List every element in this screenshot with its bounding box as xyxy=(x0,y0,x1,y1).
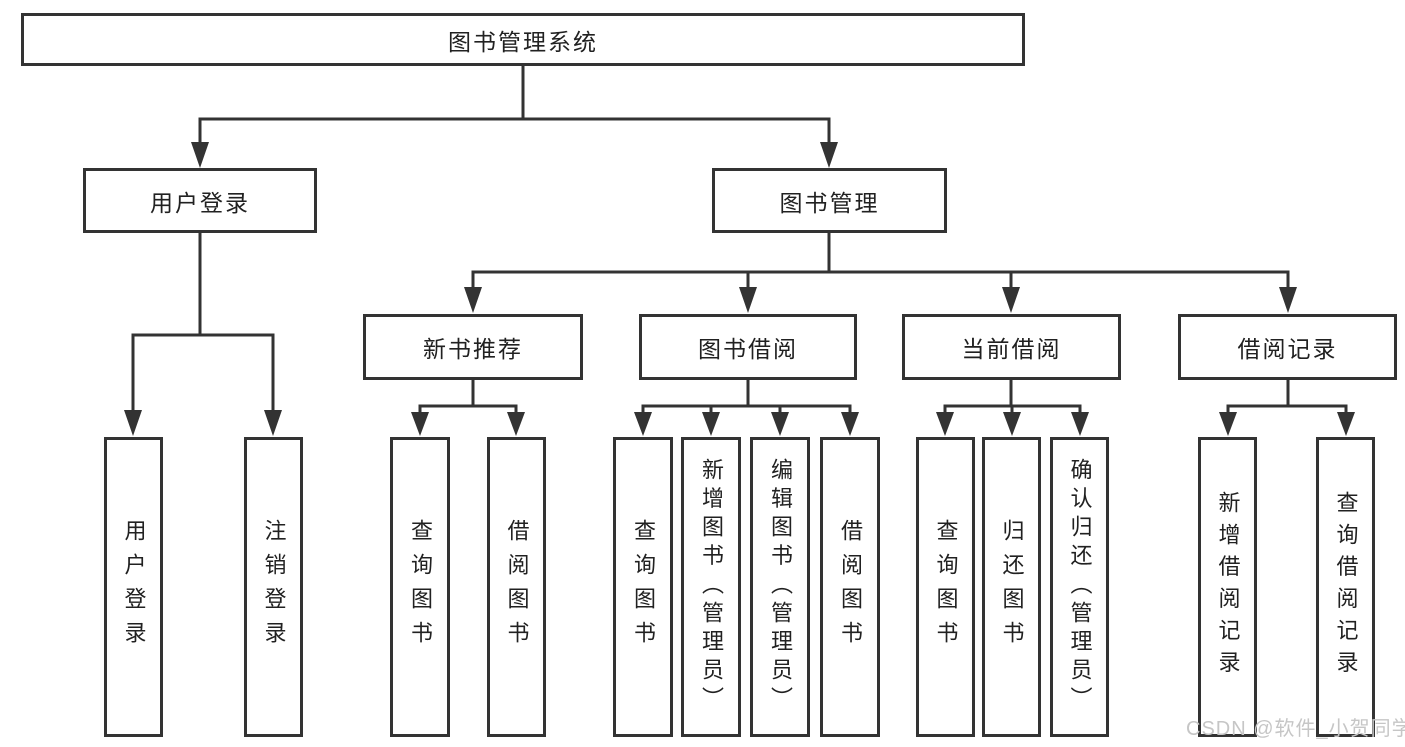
tree-edges xyxy=(131,64,1348,416)
node-book-management: 图书管理 xyxy=(712,168,947,233)
leaf-borrow-books-recommend-label: 借阅图书 xyxy=(504,518,530,656)
node-book-borrow: 图书借阅 xyxy=(639,314,857,380)
leaf-logout-label: 注销登录 xyxy=(261,518,287,656)
node-current-borrow: 当前借阅 xyxy=(902,314,1121,380)
node-new-book-recommend-label: 新书推荐 xyxy=(423,336,523,362)
leaf-query-books-borrow-label: 查询图书 xyxy=(631,518,656,656)
node-borrow-records: 借阅记录 xyxy=(1178,314,1397,380)
node-borrow-records-label: 借阅记录 xyxy=(1237,336,1338,362)
leaf-query-books-recommend-label: 查询图书 xyxy=(408,518,433,656)
node-new-book-recommend: 新书推荐 xyxy=(363,314,583,380)
leaf-query-books-borrow: 查询图书 xyxy=(613,437,673,737)
edge-paths xyxy=(131,64,1348,416)
leaf-query-borrow-record-label: 查询借阅记录 xyxy=(1333,491,1359,683)
csdn-watermark: CSDN @软件_小贺同学 xyxy=(1186,718,1405,740)
leaf-add-books-admin-label: 新增图书（管理员） xyxy=(699,458,724,716)
leaf-return-books: 归还图书 xyxy=(982,437,1041,737)
leaf-user-login: 用户登录 xyxy=(104,437,163,737)
leaf-add-borrow-record-label: 新增借阅记录 xyxy=(1215,491,1241,683)
leaf-add-books-admin: 新增图书（管理员） xyxy=(681,437,741,737)
leaf-edit-books-admin-label: 编辑图书（管理员） xyxy=(768,458,793,716)
leaf-return-books-label: 归还图书 xyxy=(999,518,1025,656)
node-book-borrow-label: 图书借阅 xyxy=(698,336,798,362)
node-user-login-label: 用户登录 xyxy=(150,189,250,216)
node-book-management-label: 图书管理 xyxy=(779,189,880,216)
node-current-borrow-label: 当前借阅 xyxy=(961,336,1062,362)
leaf-user-login-label: 用户登录 xyxy=(121,518,147,656)
leaf-query-books-current: 查询图书 xyxy=(916,437,975,737)
leaf-confirm-return-admin: 确认归还（管理员） xyxy=(1050,437,1109,737)
leaf-query-books-recommend: 查询图书 xyxy=(390,437,450,737)
leaf-borrow-books-recommend: 借阅图书 xyxy=(487,437,546,737)
node-root: 图书管理系统 xyxy=(21,13,1025,66)
leaf-query-borrow-record: 查询借阅记录 xyxy=(1316,437,1375,737)
leaf-logout: 注销登录 xyxy=(244,437,303,737)
leaf-query-books-current-label: 查询图书 xyxy=(933,518,959,656)
leaf-borrow-books-label: 借阅图书 xyxy=(838,518,863,656)
node-user-login: 用户登录 xyxy=(83,168,317,233)
leaf-borrow-books: 借阅图书 xyxy=(820,437,880,737)
node-root-label: 图书管理系统 xyxy=(448,28,598,55)
leaf-add-borrow-record: 新增借阅记录 xyxy=(1198,437,1257,737)
leaf-confirm-return-admin-label: 确认归还（管理员） xyxy=(1067,458,1093,716)
leaf-edit-books-admin: 编辑图书（管理员） xyxy=(750,437,810,737)
